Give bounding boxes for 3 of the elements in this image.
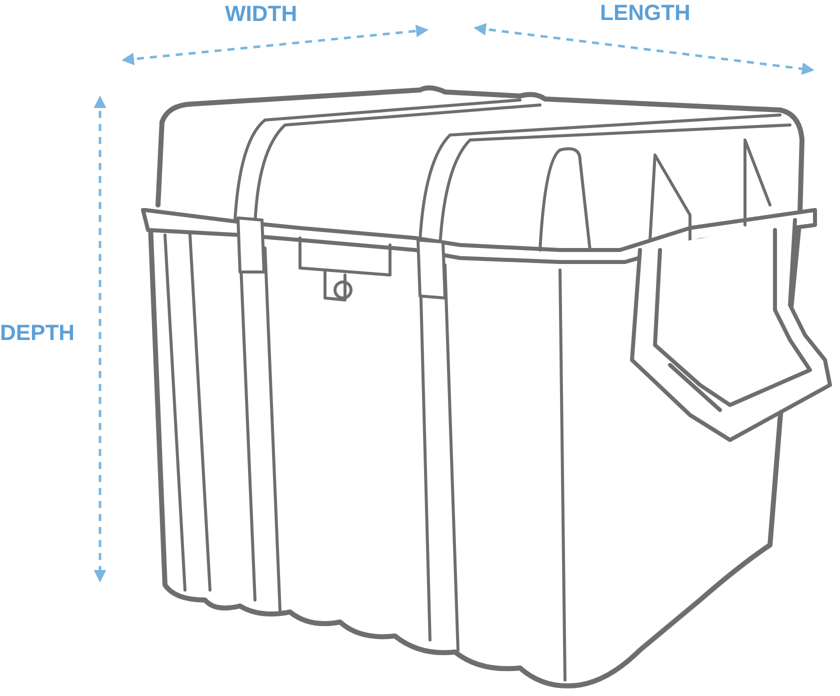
dimension-label: WIDTH xyxy=(225,1,298,27)
dimension-label: LENGTH xyxy=(600,0,690,26)
dimension-label: DEPTH xyxy=(0,320,75,346)
